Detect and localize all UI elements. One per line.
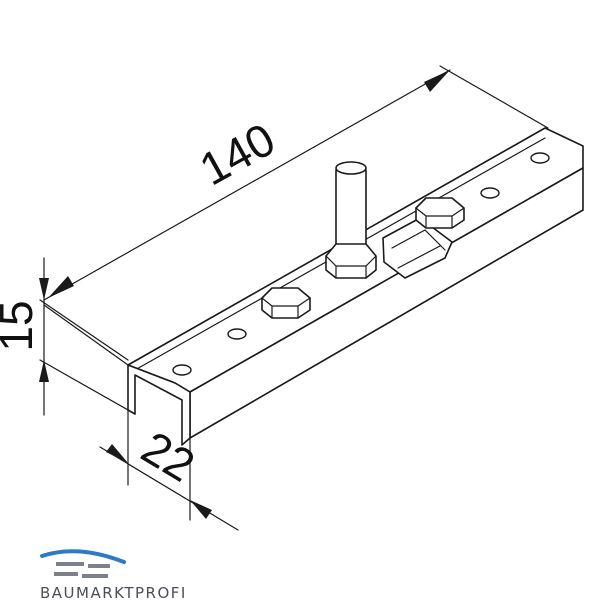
dimension-height: 15: [0, 257, 129, 416]
pin-top: [335, 161, 367, 175]
dimension-length-label: 140: [191, 113, 283, 196]
plate-end-profile: [127, 364, 191, 446]
logo-bar-2: [88, 564, 110, 568]
hex-nut-left: [261, 287, 311, 319]
dimension-height-label: 15: [0, 300, 42, 351]
dimension-width: 22: [99, 409, 239, 531]
hole-4: [530, 152, 550, 164]
hole-2: [227, 328, 247, 340]
baumarktprofi-logo: BAUMARKTPROFI: [40, 549, 187, 600]
hole-1: [172, 364, 192, 376]
pin-hex-base: [325, 243, 377, 279]
plate-bottom-edge: [189, 209, 584, 439]
logo-text: BAUMARKTPROFI: [40, 584, 187, 600]
logo-bar-1: [56, 562, 84, 566]
logo-roof: [40, 549, 126, 564]
logo-bar-4: [82, 574, 108, 578]
pin-shaft: [335, 169, 367, 253]
recess-inner: [391, 229, 446, 269]
logo-bar-3: [54, 572, 78, 576]
holes: [172, 152, 550, 376]
pin: [325, 161, 377, 279]
hex-nut-right: [415, 197, 465, 229]
hole-3: [480, 187, 500, 199]
